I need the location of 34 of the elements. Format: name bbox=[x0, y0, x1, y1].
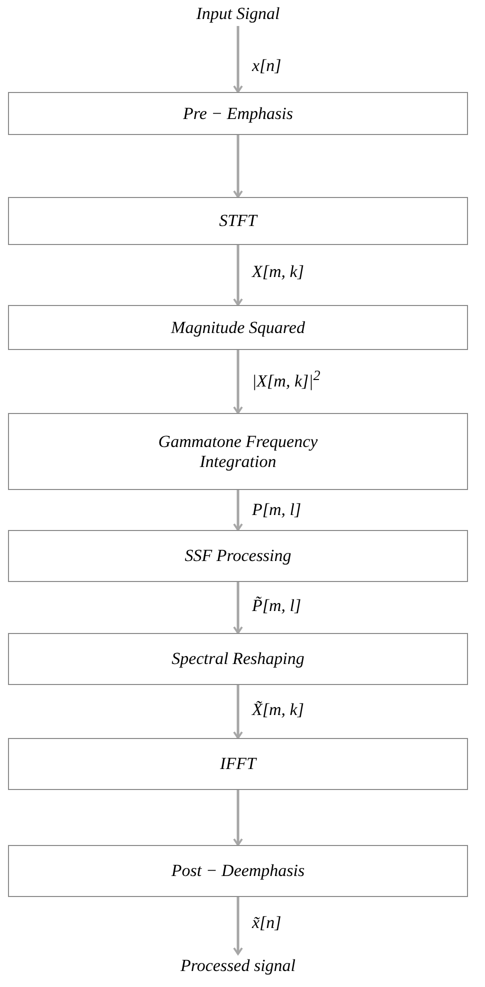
arrow bbox=[233, 350, 243, 414]
process-box bbox=[8, 633, 468, 685]
edge-label: X̃[m, k] bbox=[252, 700, 304, 720]
process-label: SSF Processing bbox=[184, 546, 292, 566]
process-label: Magnitude Squared bbox=[171, 318, 305, 338]
arrow bbox=[233, 897, 243, 955]
arrow bbox=[233, 245, 243, 306]
process-box bbox=[8, 92, 468, 135]
arrow bbox=[233, 790, 243, 846]
process-label: Pre − Emphasis bbox=[182, 104, 293, 124]
edge-label: X[m, k] bbox=[252, 262, 304, 282]
edge-label: P̃[m, l] bbox=[252, 596, 302, 616]
process-box bbox=[8, 197, 468, 245]
arrow bbox=[233, 135, 243, 198]
process-label: Spectral Reshaping bbox=[172, 649, 304, 669]
edge-label: |X[m, k]|$^{2}$ bbox=[252, 368, 320, 392]
arrow bbox=[233, 26, 243, 93]
process-box bbox=[8, 738, 468, 790]
process-box bbox=[8, 530, 468, 582]
arrow bbox=[233, 685, 243, 739]
process-box bbox=[8, 413, 468, 490]
edge-label: x̃[n] bbox=[252, 912, 282, 933]
process-box bbox=[8, 845, 468, 897]
arrow bbox=[233, 490, 243, 531]
edge-label: x[n] bbox=[252, 56, 282, 76]
signal-label: Processed signal bbox=[180, 956, 296, 976]
edge-label: P[m, l] bbox=[252, 500, 302, 520]
process-label: Post − Deemphasis bbox=[171, 861, 305, 881]
process-box bbox=[8, 305, 468, 350]
arrow bbox=[233, 582, 243, 634]
process-label: STFT bbox=[219, 211, 257, 231]
signal-label: Input Signal bbox=[196, 4, 280, 24]
process-label: Gammatone Frequency Integration bbox=[157, 432, 319, 472]
process-label: IFFT bbox=[220, 754, 256, 774]
